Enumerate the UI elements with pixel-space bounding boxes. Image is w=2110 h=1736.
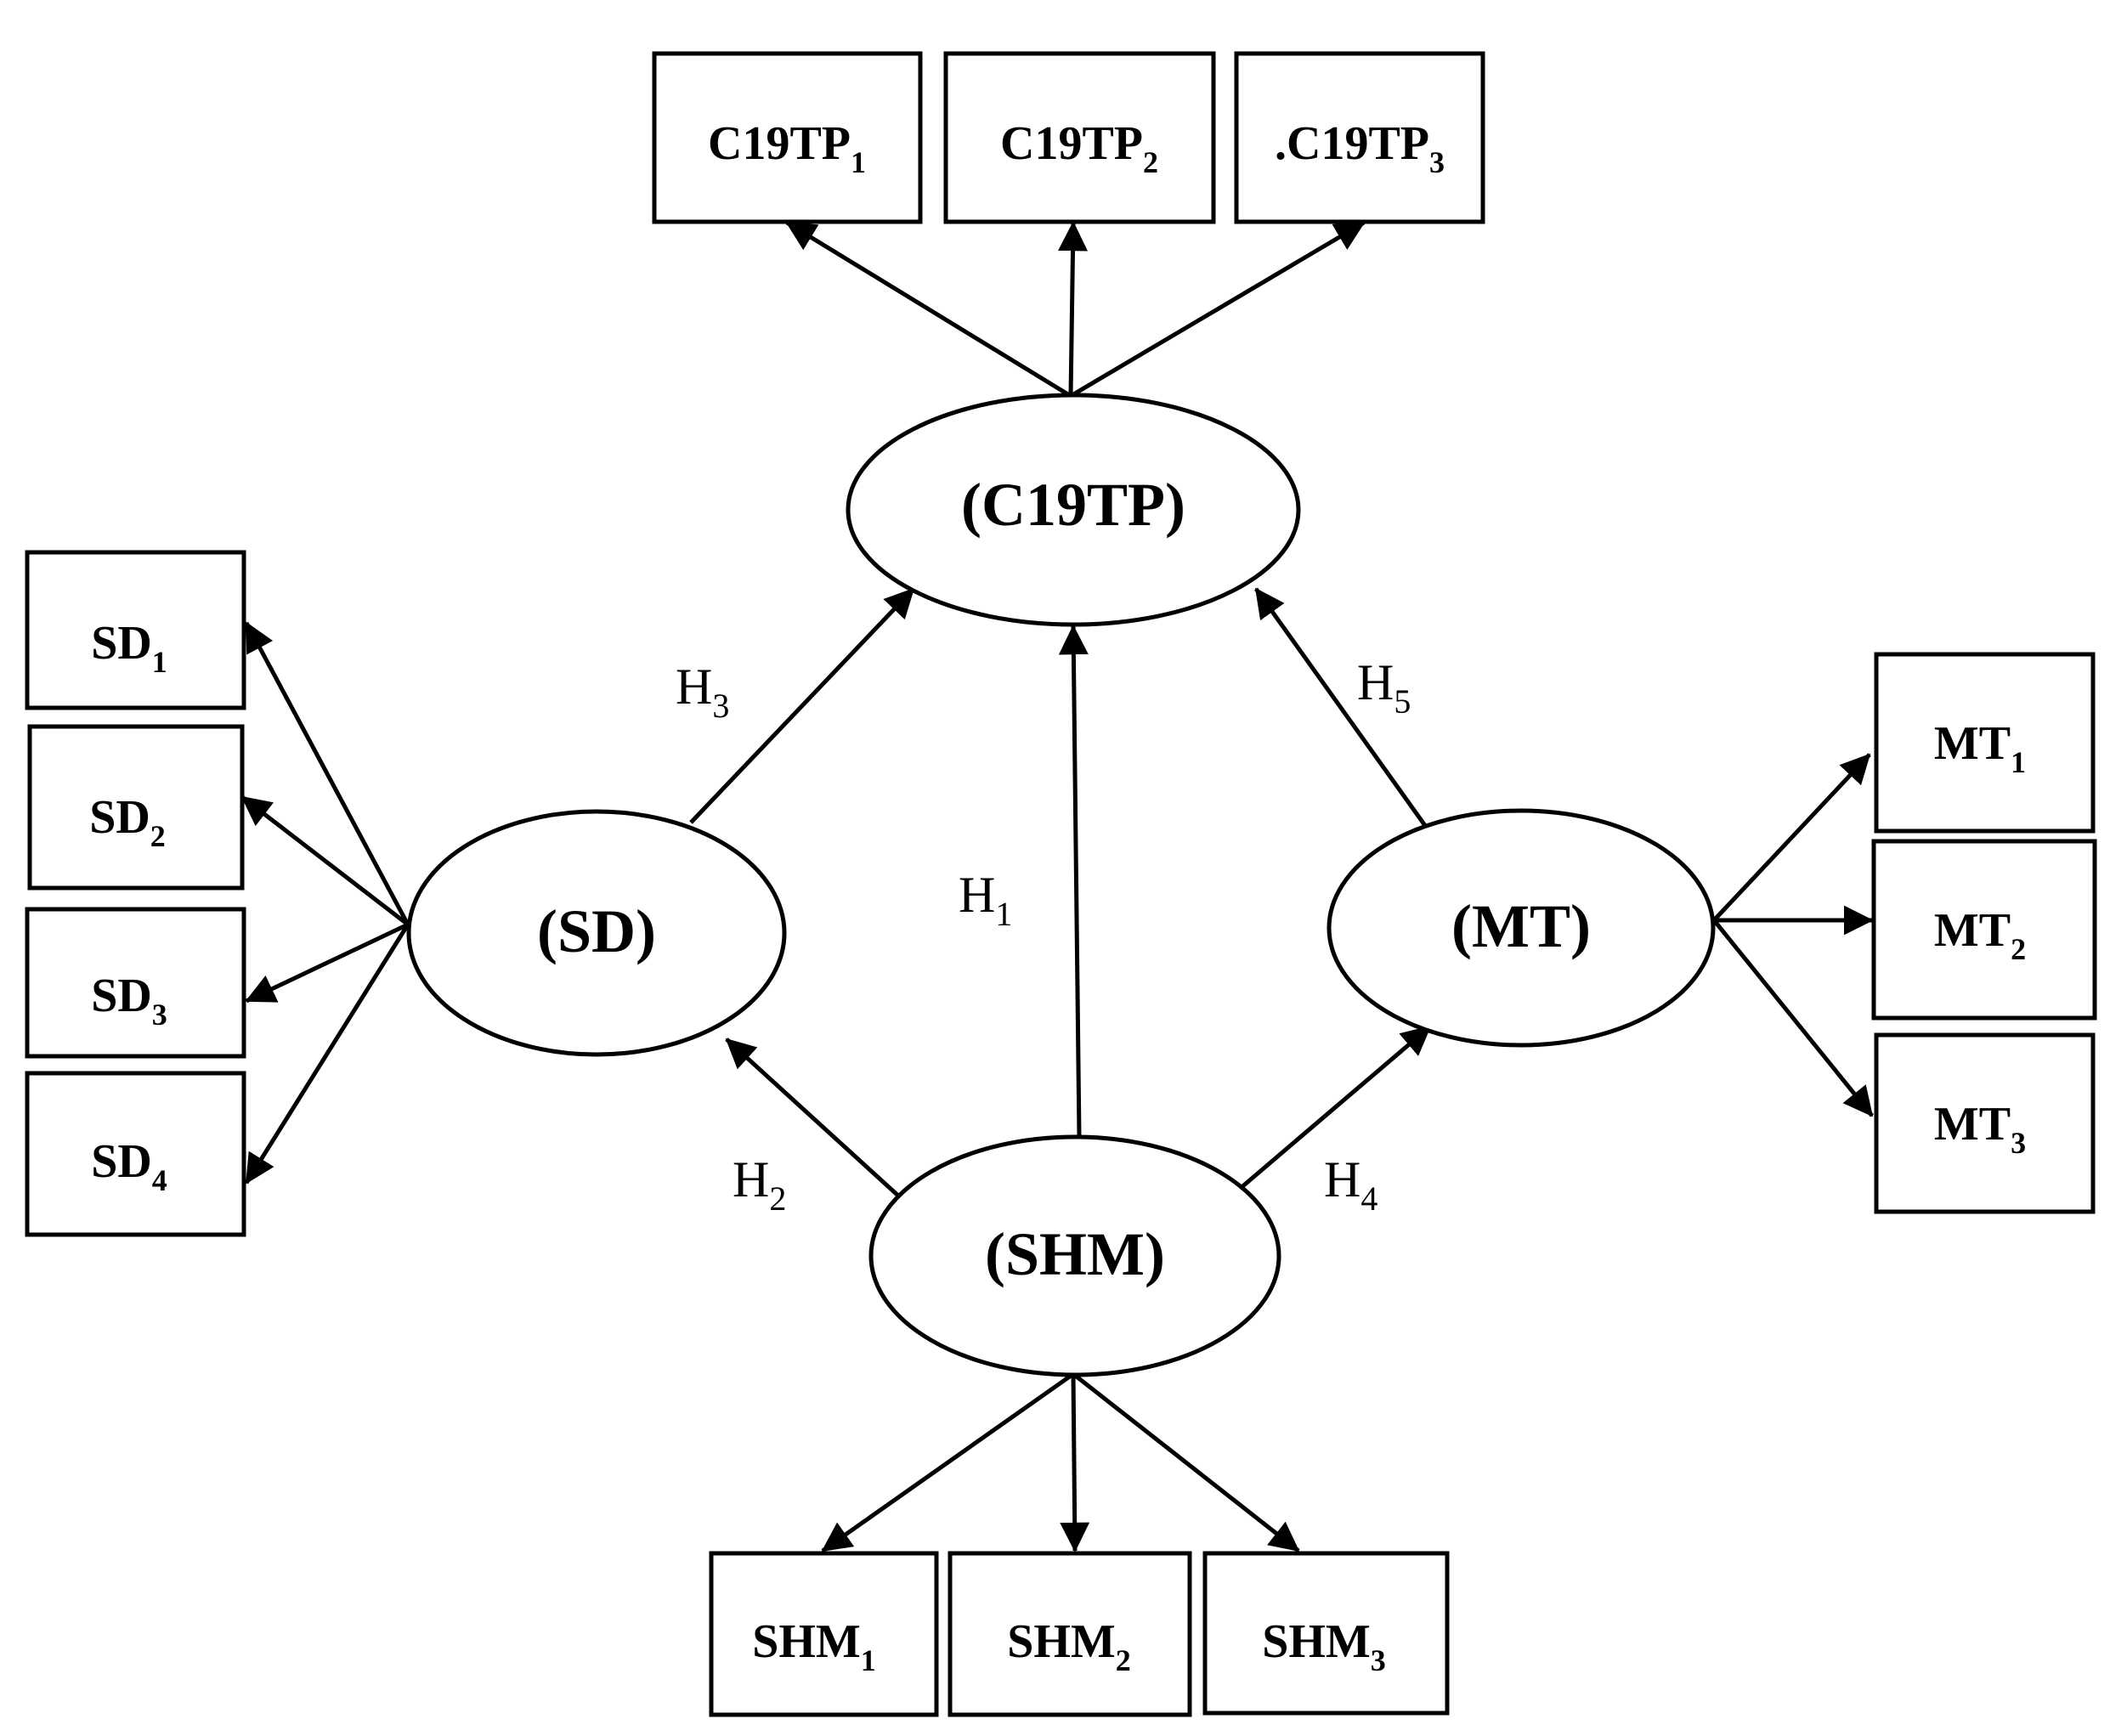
arrow-c19tp-to-c19tp2 (1058, 221, 1089, 397)
hypothesis-h5-label: H5 (1357, 654, 1411, 721)
arrow-mt-to-mt3 (1712, 919, 1874, 1117)
indicator-mt-2-box (1871, 839, 2097, 1021)
hypothesis-h2-label: H2 (733, 1151, 786, 1218)
latent-c19tp-label: (C19TP) (961, 471, 1185, 539)
indicator-sd-3: SD3 (25, 907, 246, 1059)
indicator-sd-2-label: SD2 (89, 791, 166, 853)
hypothesis-h4-label: H4 (1324, 1151, 1377, 1218)
hypothesis-h1-label: H1 (959, 867, 1012, 933)
arrow-sd-to-sd1 (244, 621, 410, 926)
indicator-shm-3-label: SHM3 (1262, 1615, 1386, 1677)
latent-mt: (MT) (1327, 808, 1716, 1048)
arrow-mt-to-mt1 (1712, 753, 1871, 922)
latent-sd-label: (SD) (537, 897, 656, 965)
indicator-shm-1-label: SHM1 (752, 1615, 876, 1677)
arrow-h4-shm-to-mt (1239, 1025, 1432, 1190)
indicator-c19tp-3: .C19TP3 (1234, 51, 1485, 224)
indicator-mt-1-box (1874, 652, 2096, 834)
hypothesis-labels: H1 H2 H3 H4 H5 (676, 654, 1411, 1218)
indicator-c19tp-2-label: C19TP2 (1000, 117, 1158, 179)
indicator-sd-2: SD2 (27, 724, 245, 891)
arrow-h2-shm-to-sd (725, 1038, 901, 1198)
hypothesis-h3-label: H3 (676, 659, 729, 725)
indicator-mt-1: MT1 (1874, 652, 2096, 834)
arrow-h1-shm-to-c19tp (1058, 625, 1089, 1138)
indicator-sd-4-box (25, 1071, 246, 1237)
indicator-shm-1: SHM1 (709, 1551, 939, 1717)
latent-shm: (SHM) (868, 1134, 1281, 1377)
arrow-shm-to-shm1 (821, 1371, 1075, 1553)
indicator-mt-3: MT3 (1874, 1032, 2096, 1214)
indicator-sd-1: SD1 (25, 550, 246, 710)
indicator-mt-1-label: MT1 (1934, 717, 2026, 779)
indicator-shm-1-box (709, 1551, 939, 1717)
indicator-c19tp-2: C19TP2 (943, 51, 1216, 224)
indicator-sd-3-box (25, 907, 246, 1059)
indicator-c19tp-2-box (943, 51, 1216, 224)
indicator-c19tp-3-box (1234, 51, 1485, 224)
indicator-mt-3-box (1874, 1032, 2096, 1214)
indicator-sd-1-box (25, 550, 246, 710)
arrow-sd-to-sd2 (240, 795, 410, 926)
latent-sd: (SD) (406, 809, 787, 1057)
indicator-shm-3-box (1202, 1551, 1450, 1716)
indicator-sd-2-box (27, 724, 245, 891)
latent-sd-ellipse (406, 809, 787, 1057)
indicator-c19tp-1: C19TP1 (652, 51, 923, 224)
latent-c19tp-ellipse (846, 393, 1301, 627)
indicator-shm-2-label: SHM2 (1007, 1615, 1131, 1677)
latent-mt-ellipse (1327, 808, 1716, 1048)
indicator-mt-2: MT2 (1871, 839, 2097, 1021)
indicator-mt-3-label: MT3 (1934, 1098, 2026, 1160)
arrow-c19tp-to-c19tp3 (1069, 220, 1366, 399)
indicator-shm-3: SHM3 (1202, 1551, 1450, 1716)
arrow-h3-sd-to-c19tp (689, 587, 915, 824)
indicator-c19tp-3-label: .C19TP3 (1275, 117, 1445, 179)
indicator-mt-2-label: MT2 (1934, 904, 2026, 966)
indicator-c19tp-1-box (652, 51, 923, 224)
indicator-shm-2: SHM2 (948, 1551, 1192, 1717)
arrow-shm-to-shm2 (1060, 1373, 1090, 1552)
arrow-sd-to-sd3 (245, 922, 410, 1004)
latent-shm-ellipse (868, 1134, 1281, 1377)
arrow-h5-mt-to-c19tp (1253, 587, 1428, 828)
latent-shm-label: (SHM) (985, 1220, 1165, 1288)
indicator-c19tp-1-label: C19TP1 (708, 117, 866, 179)
arrow-sd-to-sd4 (244, 923, 410, 1185)
arrow-shm-to-shm3 (1072, 1372, 1300, 1552)
indicator-sd-3-label: SD3 (91, 970, 167, 1032)
indicator-sd-4-label: SD4 (91, 1135, 167, 1197)
arrow-c19tp-to-c19tp1 (785, 220, 1072, 399)
latent-c19tp: (C19TP) (846, 393, 1301, 627)
indicator-sd-1-label: SD1 (91, 617, 167, 679)
indicator-sd-4: SD4 (25, 1071, 246, 1237)
latent-mt-label: (MT) (1451, 892, 1591, 960)
edges (240, 220, 1874, 1553)
indicator-shm-2-box (948, 1551, 1192, 1717)
